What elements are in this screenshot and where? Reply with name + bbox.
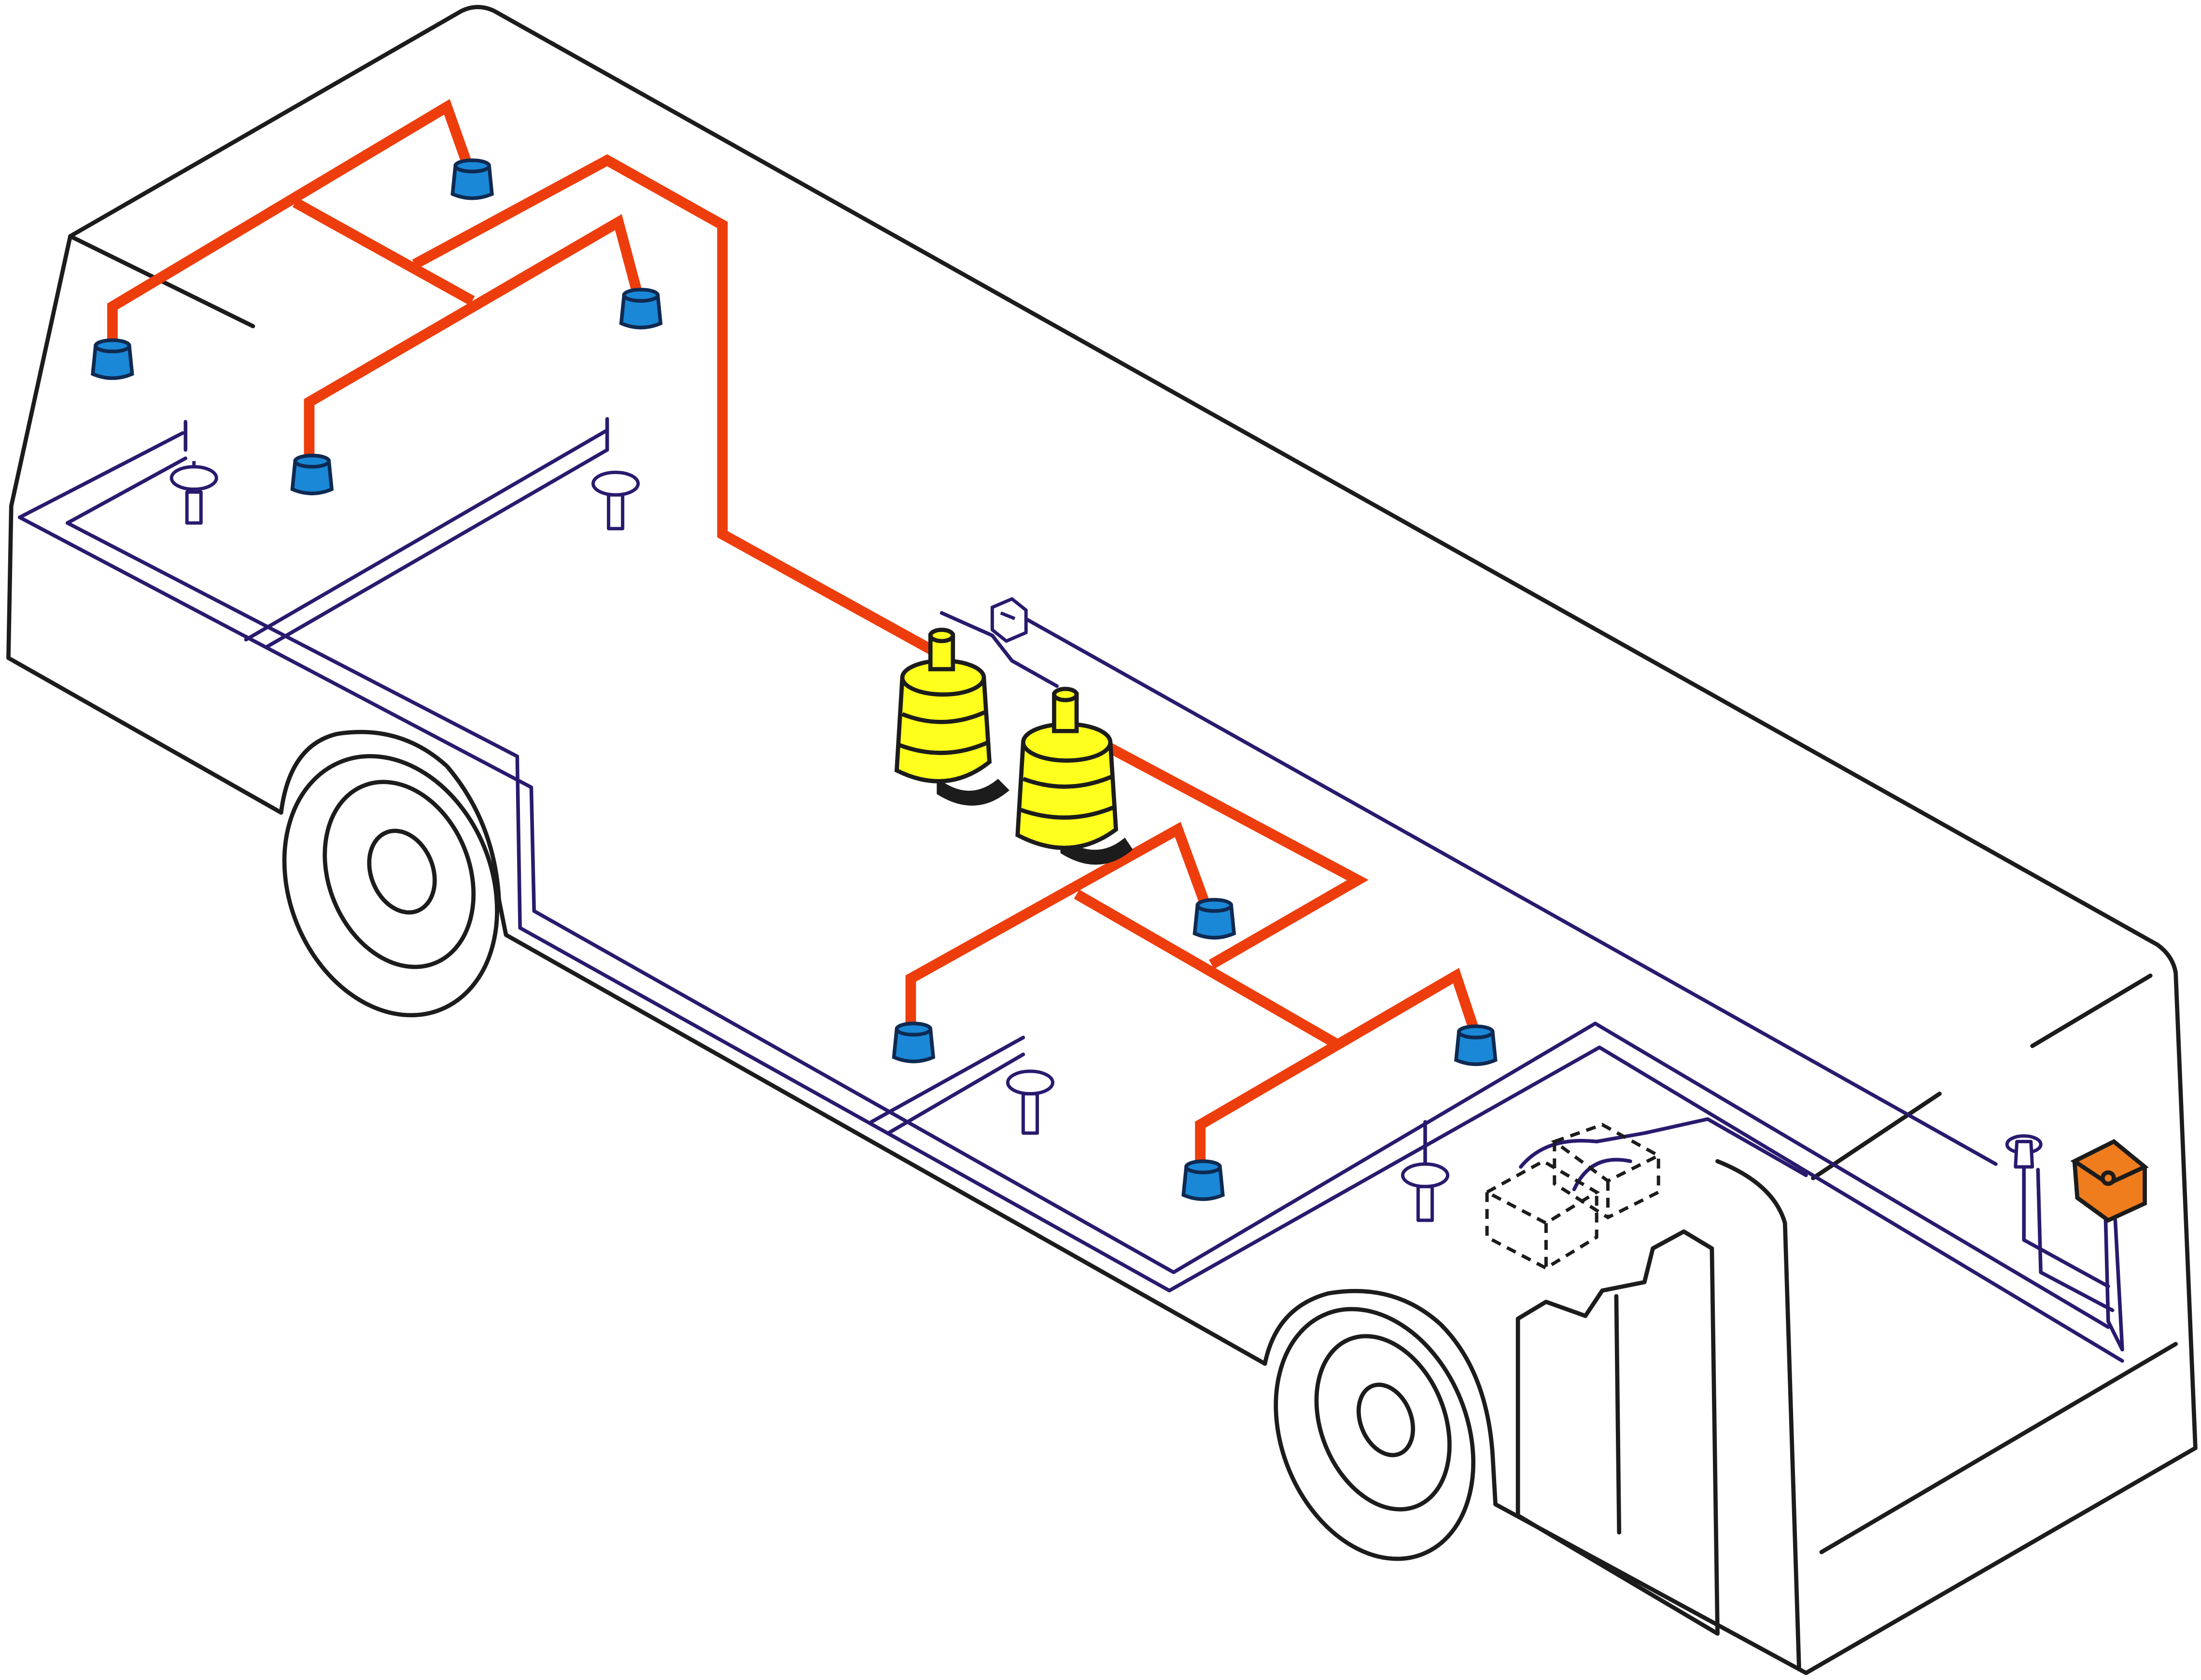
pipe-rear-right <box>1195 967 1484 1167</box>
pipe-main-trunk <box>412 154 939 657</box>
air-outlet <box>619 288 663 330</box>
dashed-unit-wire <box>1519 1117 1808 1177</box>
rear-roof-line <box>2030 973 2153 1048</box>
air-outlet <box>1454 1024 1498 1066</box>
wire-posts <box>169 461 2043 1222</box>
compressor-1 <box>894 628 1009 806</box>
air-outlet <box>1192 897 1236 940</box>
pipe-rear-mid <box>1074 889 1338 1048</box>
pipe-front-left <box>107 99 476 340</box>
rear-wire-down-1 <box>2022 1162 2110 1288</box>
roof-long-wire <box>1018 614 1998 1166</box>
air-outlet <box>1181 1159 1225 1201</box>
rear-wire-down-2 <box>2036 1168 2115 1312</box>
wheels <box>282 754 1476 1561</box>
electrical-wiring <box>17 417 2124 1363</box>
air-outlet <box>892 1022 936 1064</box>
rear-wheel <box>1274 1307 1476 1561</box>
pipe-rear-left <box>905 822 1214 1038</box>
air-outlet <box>91 338 134 380</box>
air-outlet <box>290 453 334 495</box>
rear-skirt <box>1262 1288 1498 1507</box>
roof-edge <box>68 5 2198 1450</box>
front-wheel <box>282 754 499 1018</box>
front-cross-wire <box>244 428 609 649</box>
rear-lower-body <box>1493 1446 2198 1675</box>
rear-door-corner <box>1715 1159 1801 1670</box>
pipe-front-rear <box>304 214 646 464</box>
compressor-2 <box>1015 686 1133 865</box>
compressors <box>894 628 1133 865</box>
dashed-unit-b <box>1551 1122 1662 1219</box>
front-frame <box>6 234 283 815</box>
mid-cross-wire <box>869 1036 1025 1135</box>
front-skirt <box>279 729 1267 1366</box>
air-outlets <box>91 158 1498 1201</box>
refrigerant-pipes <box>107 99 1484 1167</box>
engine-door <box>1515 1229 1720 1636</box>
wire-post <box>1006 1069 1055 1135</box>
air-outlet <box>450 158 494 200</box>
main-wire-b <box>65 456 2124 1363</box>
main-wire-a <box>17 431 2110 1329</box>
pipe-front-mid <box>293 197 475 306</box>
rear-bumper-line <box>1819 1342 2178 1554</box>
dashed-units <box>1483 1122 1662 1270</box>
wire-post <box>591 470 640 531</box>
compressor-link-wire <box>939 611 1059 688</box>
wire-post <box>2005 1134 2043 1169</box>
rear-wire-down-3 <box>2103 1210 2124 1352</box>
wire-post <box>169 461 218 525</box>
dashed-unit-a <box>1483 1159 1600 1270</box>
pipe-rear-trunk <box>1060 718 1369 969</box>
engine-door-divider <box>1614 1294 1622 1535</box>
control-box <box>2070 1139 2149 1223</box>
relay-box <box>990 597 1028 643</box>
bus-body-outline <box>6 5 2198 1675</box>
wire-post <box>1401 1162 1450 1222</box>
